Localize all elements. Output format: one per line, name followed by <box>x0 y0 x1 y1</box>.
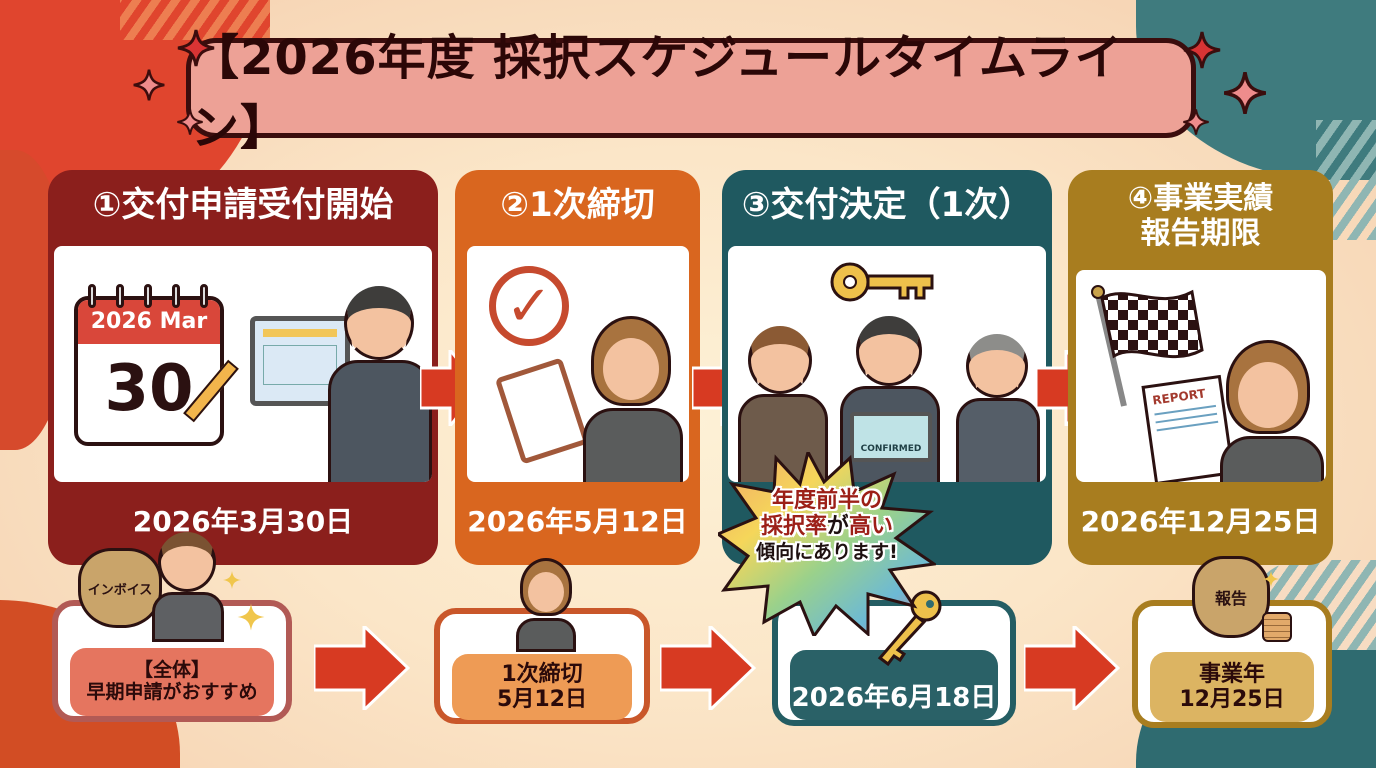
checkmark-icon: ✓ <box>489 266 569 346</box>
bottom-label: 事業年 12月25日 <box>1150 652 1314 722</box>
calendar-rings <box>88 284 208 308</box>
sparkle-icon <box>1222 70 1268 116</box>
title-banner: 【2026年度 採択スケジュールタイムライン】 <box>186 30 1196 156</box>
step-title-line2: 報告期限 <box>1140 215 1261 251</box>
bottom-label-line1: 2026年6月18日 <box>791 683 997 714</box>
sparkle-icon <box>176 108 204 136</box>
sparkle-icon <box>1262 570 1280 588</box>
arrow-right-icon <box>314 626 410 710</box>
bottom-label-line2: 早期申請がおすすめ <box>86 681 258 703</box>
step-card-1: ①交付申請受付開始 2026 Mar 30 2026年3月30日 <box>48 170 438 565</box>
document-label: REPORT <box>1151 386 1207 408</box>
callout-line2c: 高い <box>849 514 894 540</box>
step-illustration: 2026 Mar 30 <box>54 246 432 482</box>
money-bag-icon: インボイス <box>78 548 162 628</box>
businesswoman-illustration <box>577 316 687 482</box>
step-date: 2026年12月25日 <box>1080 505 1321 538</box>
tablet-label: CONFIRMED <box>860 444 922 454</box>
step-card-4: ④事業実績 報告期限 REPORT 2026年12月25日 <box>1068 170 1333 565</box>
sparkle-icon <box>176 28 216 68</box>
key-icon <box>830 262 934 302</box>
callout-line2a: 採択率 <box>760 514 827 540</box>
callout-line1: 年度前半の <box>771 488 882 513</box>
bottom-label-line1: 事業年 <box>1198 661 1265 687</box>
businesswoman-illustration <box>516 558 576 652</box>
bottom-label: 【全体】 早期申請がおすすめ <box>70 648 274 716</box>
sparkle-icon <box>222 570 242 590</box>
callout-starburst: 年度前半の 採択率が高い 傾向にあります! <box>718 452 936 636</box>
callout-line2b: が <box>826 514 849 540</box>
businessman-illustration <box>324 286 432 482</box>
arrow-right-icon <box>1024 626 1120 710</box>
businessman-illustration <box>152 532 224 642</box>
sparkle-icon <box>1182 30 1222 70</box>
businesswoman-illustration <box>1216 340 1326 482</box>
money-bag-label: 報告 <box>1214 589 1247 608</box>
step-date: 2026年3月30日 <box>132 505 354 538</box>
callout-line3: 傾向にあります! <box>756 540 898 563</box>
sparkle-icon <box>236 602 266 632</box>
step-title-line1: ④事業実績 <box>1127 181 1274 216</box>
businessman-illustration: CONFIRMED <box>840 316 940 482</box>
tablet: CONFIRMED <box>850 412 932 462</box>
bottom-label-line2: 5月12日 <box>497 687 587 712</box>
sparkle-icon <box>1182 108 1210 136</box>
step-title: ③交付決定（1次） <box>741 185 1033 225</box>
calendar-day: 30 <box>104 352 194 426</box>
callout-text: 年度前半の 採択率が高い 傾向にあります! <box>718 488 936 564</box>
calendar-icon: 2026 Mar 30 <box>74 296 224 446</box>
checkered-flag-icon <box>1091 285 1204 407</box>
step-illustration: REPORT <box>1076 270 1326 482</box>
bottom-label-line1: 1次締切 <box>501 661 583 687</box>
businessman-illustration <box>956 334 1040 482</box>
bottom-label-line2: 12月25日 <box>1179 687 1285 712</box>
clipboard-icon <box>494 357 590 465</box>
bottom-label-line1: 【全体】 <box>133 659 210 682</box>
coins-icon <box>1262 612 1292 642</box>
arrow-right-icon <box>660 626 756 710</box>
money-bag-icon: 報告 <box>1192 556 1270 638</box>
step-title: ①交付申請受付開始 <box>92 185 394 225</box>
starburst-shape <box>718 452 936 636</box>
sparkle-icon <box>132 68 166 102</box>
step-date: 2026年5月12日 <box>467 505 688 538</box>
bottom-label: 2026年6月18日 <box>790 650 998 720</box>
page-title: 【2026年度 採択スケジュールタイムライン】 <box>191 30 1124 156</box>
bottom-label: 1次締切 5月12日 <box>452 654 632 720</box>
bottom-box-4: 事業年 12月25日 <box>1132 600 1332 728</box>
money-bag-label: インボイス <box>87 582 153 598</box>
step-title: ②1次締切 <box>500 185 655 225</box>
step-illustration: CONFIRMED <box>728 246 1046 482</box>
step-illustration: ✓ <box>467 246 689 482</box>
step-card-2: ②1次締切 ✓ 2026年5月12日 <box>455 170 700 565</box>
bottom-box-3: 2026年6月18日 <box>772 600 1016 726</box>
step-title: ④事業実績 報告期限 <box>1082 181 1319 251</box>
